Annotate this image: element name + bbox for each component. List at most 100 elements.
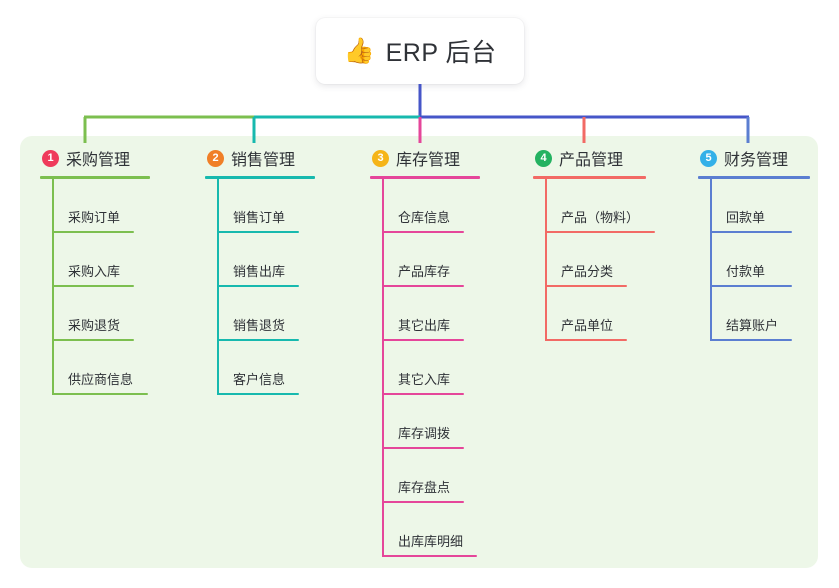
branch-header-1[interactable]: 1 采购管理 [40, 145, 150, 171]
branch-number-badge: 2 [207, 149, 224, 167]
root-node-card[interactable]: 👍 ERP 后台 [316, 18, 524, 84]
thumbs-up-icon: 👍 [343, 36, 375, 65]
branch-header-3[interactable]: 3 库存管理 [370, 145, 480, 171]
branch-underline [40, 176, 150, 179]
branch-underline [533, 176, 646, 179]
branch-item[interactable]: 产品分类 [545, 233, 646, 287]
branch-item-underline [710, 339, 792, 341]
branch-number-badge: 5 [700, 149, 717, 167]
branch-item-underline [382, 231, 464, 233]
branch-item[interactable]: 采购退货 [52, 287, 150, 341]
branch-item-underline [52, 339, 134, 341]
branch-spine [710, 179, 712, 341]
branch-item[interactable]: 销售出库 [217, 233, 315, 287]
branch-underline [370, 176, 480, 179]
branch-item-underline [382, 555, 477, 557]
branch-item[interactable]: 库存盘点 [382, 449, 480, 503]
branch-item-underline [545, 285, 627, 287]
branch-item-label: 出库库明细 [398, 534, 464, 549]
branch-column-3: 3 库存管理仓库信息产品库存其它出库其它入库库存调拨库存盘点出库库明细 [370, 145, 480, 557]
branch-item-label: 销售订单 [233, 210, 286, 225]
branch-item-label: 结算账户 [726, 318, 779, 333]
branches-panel [20, 136, 818, 568]
branch-title: 库存管理 [396, 152, 461, 169]
branch-item-label: 产品库存 [398, 264, 451, 279]
branch-column-1: 1 采购管理采购订单采购入库采购退货供应商信息 [40, 145, 150, 395]
branch-number-badge: 4 [535, 149, 552, 167]
branch-header-5[interactable]: 5 财务管理 [698, 145, 810, 171]
branch-item[interactable]: 产品（物料） [545, 179, 655, 233]
branch-column-4: 4 产品管理产品（物料） 产品分类产品单位 [533, 145, 655, 341]
branch-item-underline [710, 285, 792, 287]
branch-item-label: 库存调拨 [398, 426, 451, 441]
branch-item[interactable]: 采购入库 [52, 233, 150, 287]
branch-item[interactable]: 客户信息 [217, 341, 315, 395]
branch-item-underline [52, 231, 134, 233]
branch-item-label: 客户信息 [233, 372, 286, 387]
branch-title: 采购管理 [66, 152, 131, 169]
branch-item-underline [217, 339, 299, 341]
branch-item-underline [52, 285, 134, 287]
branch-item[interactable]: 仓库信息 [382, 179, 480, 233]
branch-item-label: 销售出库 [233, 264, 286, 279]
branch-item-label: 销售退货 [233, 318, 286, 333]
branch-item-underline [382, 339, 464, 341]
branch-title: 财务管理 [724, 152, 789, 169]
root-node-title: ERP 后台 [385, 39, 497, 67]
branch-column-2: 2 销售管理销售订单销售出库销售退货客户信息 [205, 145, 315, 395]
branch-item-underline [217, 285, 299, 287]
branch-item[interactable]: 其它入库 [382, 341, 480, 395]
branch-item-underline [217, 393, 299, 395]
branch-item[interactable]: 库存调拨 [382, 395, 480, 449]
branch-item-label: 回款单 [726, 210, 766, 225]
branch-item-underline [382, 447, 464, 449]
branch-item[interactable]: 回款单 [710, 179, 810, 233]
branch-title: 产品管理 [559, 152, 624, 169]
branch-number-badge: 1 [42, 149, 59, 167]
branch-title: 销售管理 [231, 152, 296, 169]
branch-item[interactable]: 供应商信息 [52, 341, 150, 395]
branch-header-4[interactable]: 4 产品管理 [533, 145, 646, 171]
branch-spine [217, 179, 219, 395]
branch-item[interactable]: 销售退货 [217, 287, 315, 341]
branch-item-label: 其它出库 [398, 318, 451, 333]
branch-item-underline [710, 231, 792, 233]
branch-item-label: 采购入库 [68, 264, 121, 279]
branch-item-underline [52, 393, 148, 395]
branch-item[interactable]: 销售订单 [217, 179, 315, 233]
branch-item[interactable]: 出库库明细 [382, 503, 480, 557]
branch-item-list: 销售订单销售出库销售退货客户信息 [205, 179, 315, 395]
branch-spine [382, 179, 384, 557]
branch-number-badge: 3 [372, 149, 389, 167]
branch-item-label: 采购订单 [68, 210, 121, 225]
branch-item[interactable]: 采购订单 [52, 179, 150, 233]
branch-item-underline [545, 339, 627, 341]
branch-item[interactable]: 付款单 [710, 233, 810, 287]
branch-item-label: 其它入库 [398, 372, 451, 387]
branch-item[interactable]: 产品单位 [545, 287, 646, 341]
branch-column-5: 5 财务管理回款单付款单结算账户 [698, 145, 810, 341]
branch-item-label: 产品（物料） [561, 210, 640, 225]
branch-item-label: 库存盘点 [398, 480, 451, 495]
branch-item-underline [545, 231, 655, 233]
branch-spine [545, 179, 547, 341]
branch-item-underline [382, 393, 464, 395]
branch-item[interactable]: 结算账户 [710, 287, 810, 341]
branch-item-label: 采购退货 [68, 318, 121, 333]
branch-underline [698, 176, 810, 179]
branch-item-list: 产品（物料） 产品分类产品单位 [533, 179, 655, 341]
branch-item-underline [382, 285, 464, 287]
branch-spine [52, 179, 54, 395]
branch-item[interactable]: 其它出库 [382, 287, 480, 341]
branch-item-label: 产品单位 [561, 318, 614, 333]
branch-item-underline [382, 501, 464, 503]
branch-item-list: 仓库信息产品库存其它出库其它入库库存调拨库存盘点出库库明细 [370, 179, 480, 557]
branch-item-label: 产品分类 [561, 264, 614, 279]
branch-header-2[interactable]: 2 销售管理 [205, 145, 315, 171]
branch-item[interactable]: 产品库存 [382, 233, 480, 287]
branch-item-label: 供应商信息 [68, 372, 134, 387]
branch-item-list: 采购订单采购入库采购退货供应商信息 [40, 179, 150, 395]
branch-item-list: 回款单付款单结算账户 [698, 179, 810, 341]
branch-item-underline [217, 231, 299, 233]
